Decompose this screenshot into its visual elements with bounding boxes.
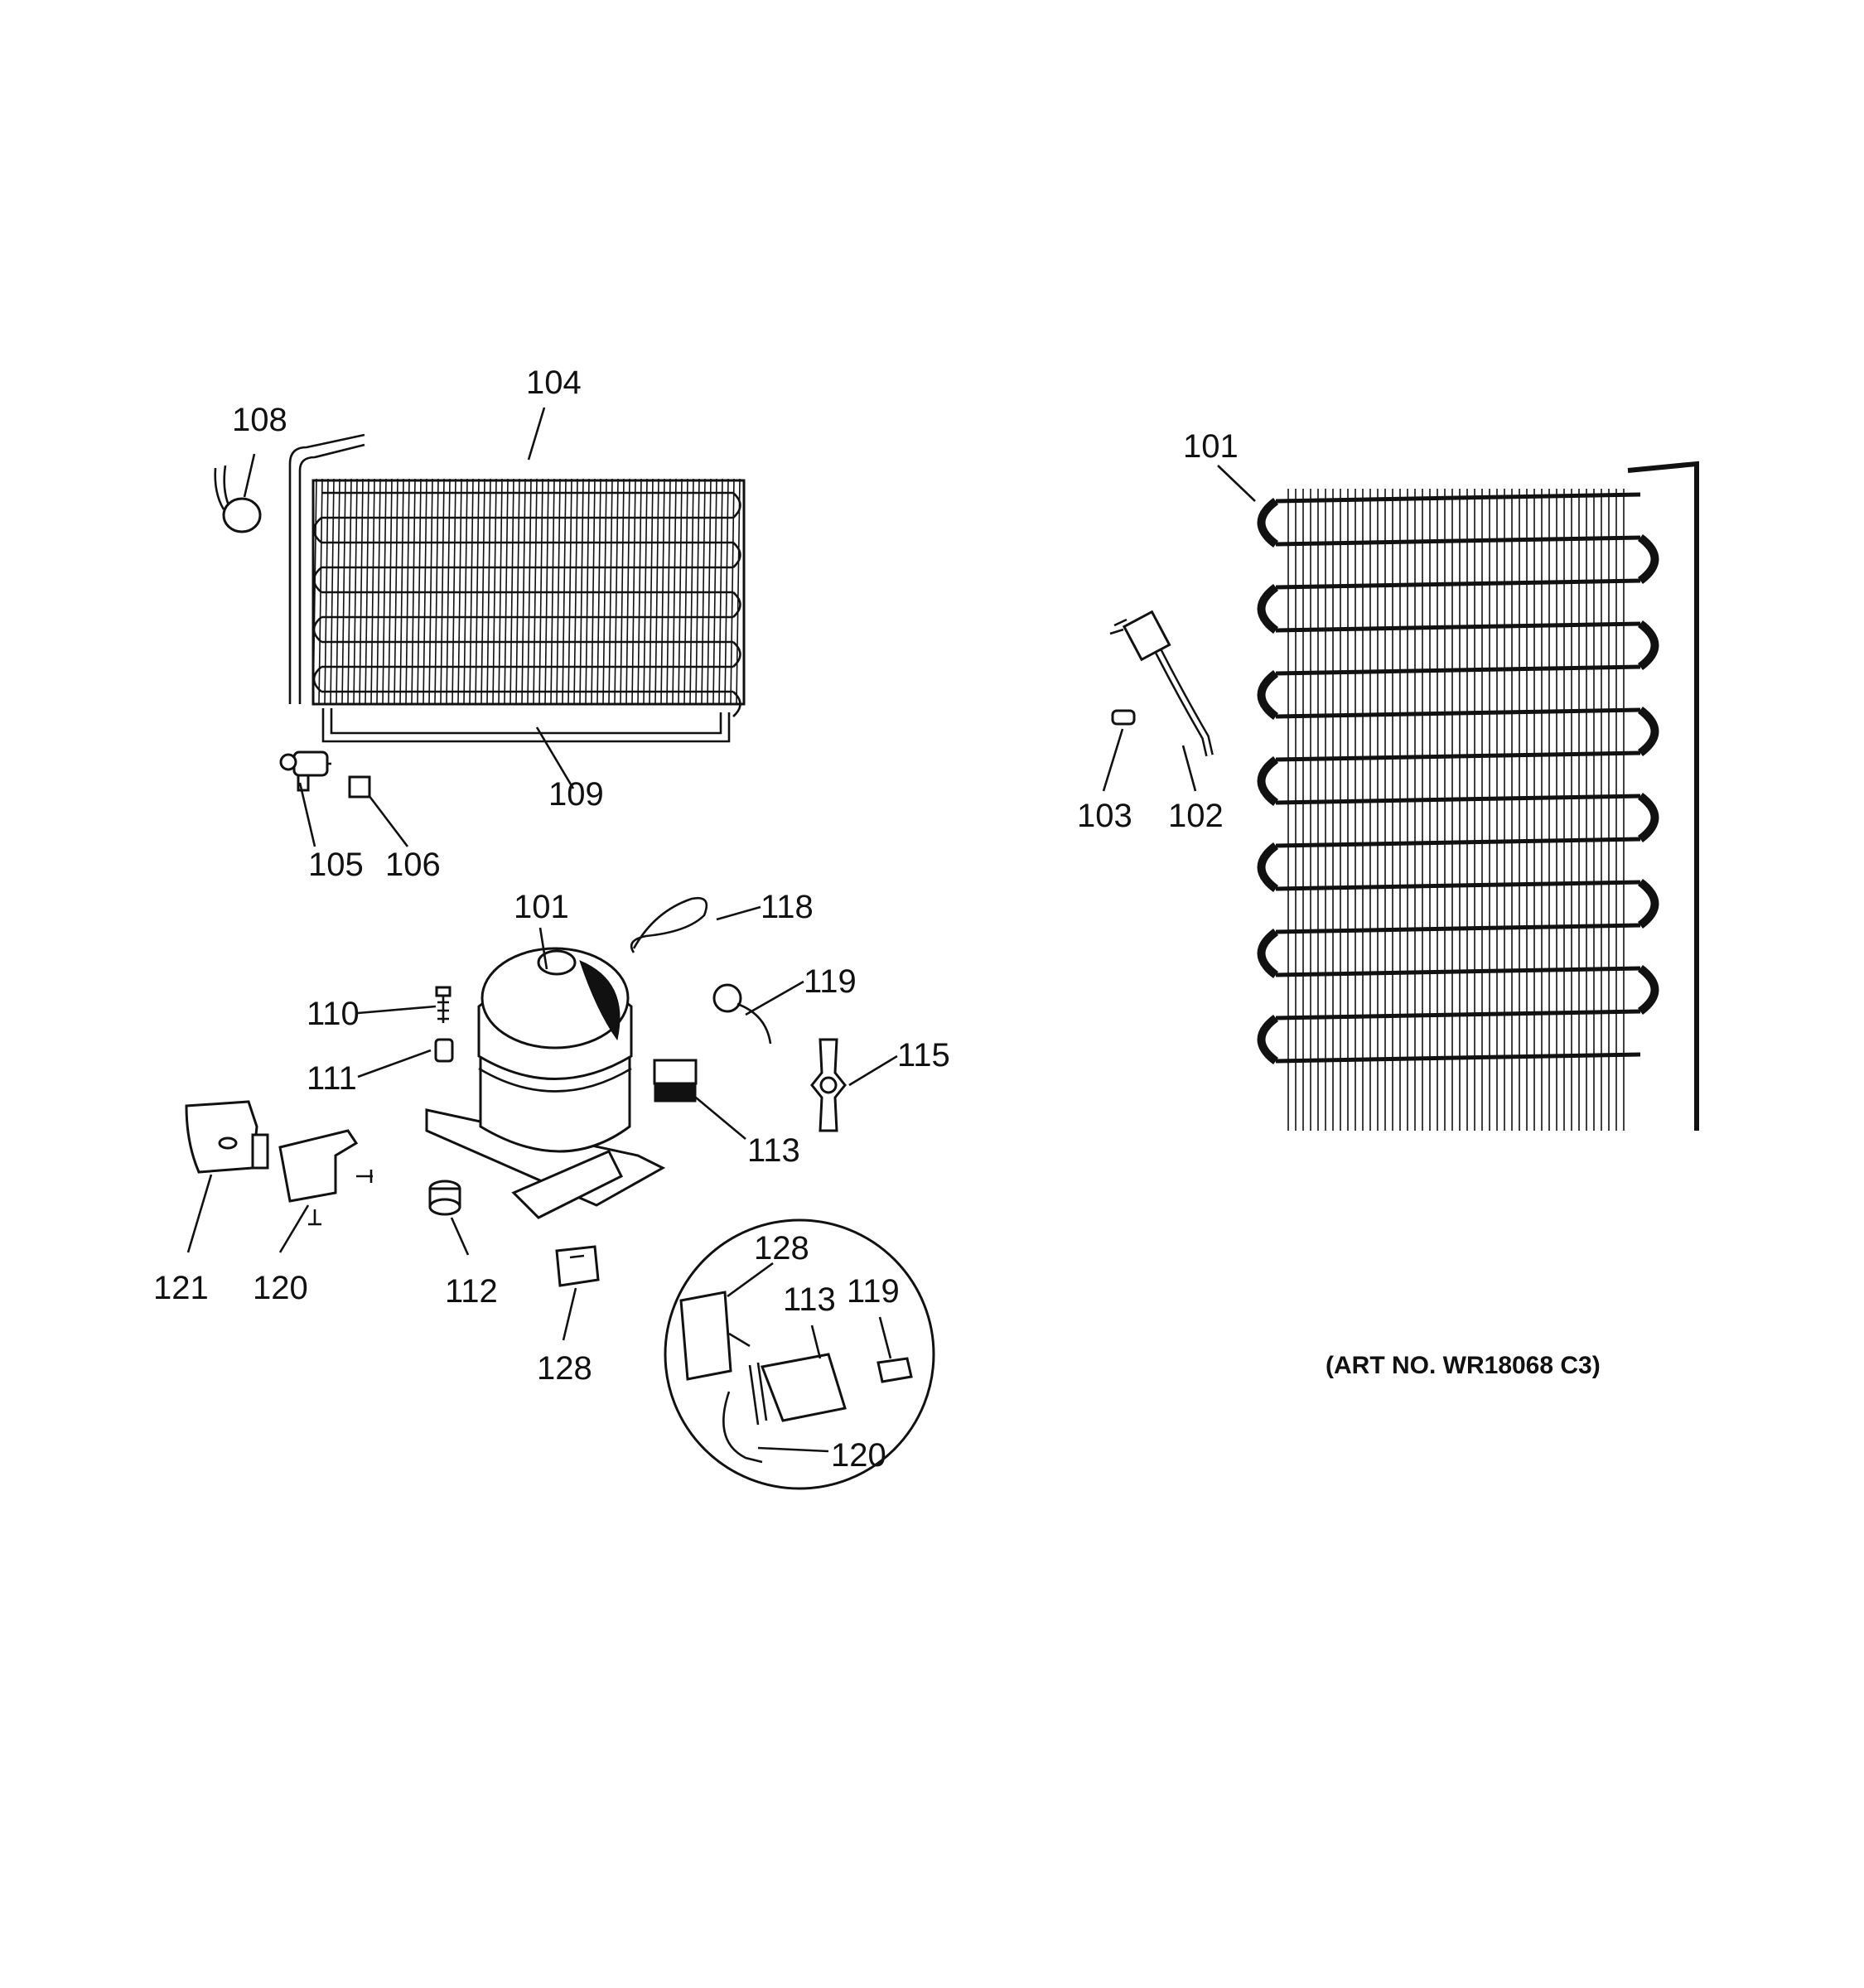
compressor-101 [425,947,666,1219]
callout-113-detail: 113 [783,1281,836,1318]
clip-118 [630,896,708,953]
capacitor-128 [555,1245,600,1287]
bracket-plate-120 [278,1129,373,1226]
grommet-112 [428,1180,461,1216]
leader-lines [186,407,1256,1453]
callout-115: 115 [897,1037,950,1074]
callout-119-detail: 119 [847,1273,900,1310]
callout-128: 128 [537,1350,592,1387]
art-number: (ART NO. WR18068 C3) [1326,1352,1601,1379]
overload-119 [712,983,772,1045]
callout-109: 109 [548,776,604,813]
callout-111: 111 [307,1060,357,1097]
relay-113 [653,1059,698,1103]
callout-labels: 108 104 109 105 106 101 118 119 110 111 … [153,364,1239,1474]
callout-108: 108 [232,402,287,438]
callout-120-detail: 120 [831,1437,886,1474]
terminal-box-121 [185,1100,269,1174]
clip-103 [1111,709,1136,726]
callout-121: 121 [153,1270,209,1306]
bracket-115 [810,1038,847,1132]
callout-104: 104 [526,364,582,401]
callout-106: 106 [385,847,441,883]
wire-condenser-101 [1257,461,1699,1131]
callout-103: 103 [1077,798,1132,834]
screw-110 [435,986,452,1023]
callout-128-detail: 128 [754,1230,809,1267]
valve-105 [279,750,331,792]
callout-120: 120 [253,1270,308,1306]
callout-110: 110 [307,996,360,1032]
callout-101-condenser: 101 [1183,428,1239,465]
nut-106 [348,775,371,799]
drain-tube-109 [321,708,731,743]
power-cord-102 [1109,610,1214,757]
callout-118: 118 [761,889,814,925]
callout-101-compressor: 101 [514,889,569,925]
callout-112: 112 [445,1273,498,1310]
callout-119: 119 [804,963,857,1000]
callout-102: 102 [1168,798,1224,834]
callout-105: 105 [308,847,364,883]
fin-condenser-104 [288,433,746,717]
callout-113: 113 [747,1132,800,1169]
sensor-108 [214,465,262,533]
detail-inset [664,1218,935,1490]
sleeve-111 [434,1038,454,1063]
